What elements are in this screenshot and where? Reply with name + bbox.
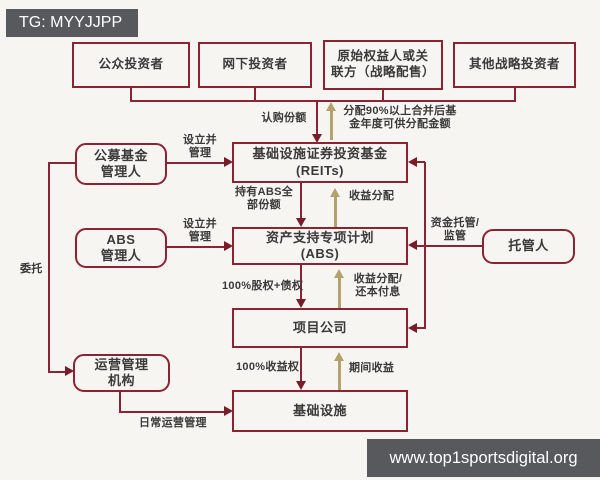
setup-manage-reits-line xyxy=(167,162,224,164)
node-other-strategic-investor: 其他战略投资者 xyxy=(453,42,576,88)
setup-manage-abs-arrowhead-icon xyxy=(224,241,233,251)
stub-original-rights-line xyxy=(382,90,384,101)
entrust-arrowhead-icon xyxy=(65,366,74,376)
stub-other-strategic-line xyxy=(514,88,516,101)
stub-offline-investor-line xyxy=(254,88,256,101)
label-income-rights: 100%收益权 xyxy=(236,361,300,373)
period-income-arrow-line xyxy=(338,361,341,390)
entrust-bottom-line xyxy=(48,371,65,373)
distribution-arrow-line xyxy=(330,111,333,140)
distribution-arrowhead-icon xyxy=(326,102,336,111)
node-public-investor: 公众投资者 xyxy=(72,42,190,88)
income-dist-2-arrow-line xyxy=(338,278,341,308)
period-income-arrowhead-icon xyxy=(334,352,344,361)
label-daily-operations: 日常运营管理 xyxy=(139,417,207,429)
label-entrust: 委托 xyxy=(20,263,43,275)
custodian-to-abs-line xyxy=(417,245,425,247)
income-dist-1-arrow-line xyxy=(334,197,337,227)
daily-ops-arrowhead-icon xyxy=(224,406,233,416)
node-reits-fund: 基础设施证券投资基金 (REITs) xyxy=(232,142,408,183)
subscribe-arrowhead-icon xyxy=(312,134,322,143)
stub-public-investor-line xyxy=(130,88,132,101)
subscribe-arrow-line xyxy=(316,101,318,135)
custodian-vertical-line xyxy=(424,162,426,329)
node-public-fund-manager: 公募基金 管理人 xyxy=(75,143,167,185)
entrust-top-line xyxy=(48,162,75,164)
label-hold-all-abs-shares: 持有ABS全 部份额 xyxy=(234,186,294,212)
watermark-top: TG: MYYJJPP xyxy=(6,9,138,37)
income-dist-2-arrowhead-icon xyxy=(334,269,344,278)
income-rights-arrow-line xyxy=(300,348,302,381)
label-fund-custody-supervision: 资金托管/ 监管 xyxy=(430,217,480,243)
label-income-distribution-repayment: 收益分配/ 还本付息 xyxy=(353,273,403,299)
node-custodian: 托管人 xyxy=(482,229,575,264)
node-offline-investor: 网下投资者 xyxy=(198,42,312,88)
income-rights-arrowhead-icon xyxy=(296,381,306,390)
label-period-income: 期间收益 xyxy=(349,362,395,374)
node-abs-manager: ABS 管理人 xyxy=(75,228,167,268)
node-project-company: 项目公司 xyxy=(232,308,408,348)
label-setup-manage-abs: 设立并 管理 xyxy=(183,218,217,244)
label-setup-manage-reits: 设立并 管理 xyxy=(183,134,217,160)
hold-abs-arrow-line xyxy=(300,183,302,218)
daily-ops-horizontal-line xyxy=(119,411,224,413)
setup-manage-reits-arrowhead-icon xyxy=(224,157,233,167)
investor-bus-line xyxy=(130,100,516,102)
custodian-to-reits-line xyxy=(417,161,425,163)
income-dist-1-arrowhead-icon xyxy=(330,188,340,197)
label-income-distribution: 收益分配 xyxy=(349,190,395,202)
equity-debt-arrow-line xyxy=(300,265,302,299)
label-equity-plus-debt: 100%股权+债权 xyxy=(222,280,304,292)
node-infrastructure: 基础设施 xyxy=(232,390,408,432)
hold-abs-arrowhead-icon xyxy=(296,218,306,227)
custodian-to-project-line xyxy=(417,327,425,329)
node-ops-manager: 运营管理 机构 xyxy=(73,354,170,392)
watermark-bottom: www.top1sportsdigital.org xyxy=(367,439,600,477)
label-distribution-90pct: 分配90%以上合并后基 金年度可供分配金额 xyxy=(343,105,457,131)
node-original-rights-holder: 原始权益人或关 联方（战略配售） xyxy=(323,40,443,90)
custodian-horizontal-line xyxy=(424,245,482,247)
custodian-to-abs-arrowhead-icon xyxy=(408,240,417,250)
node-abs-plan: 资产支持专项计划 (ABS) xyxy=(232,227,408,265)
custodian-to-project-arrowhead-icon xyxy=(408,323,417,333)
custodian-to-reits-arrowhead-icon xyxy=(408,157,417,167)
daily-ops-vertical-line xyxy=(119,392,121,413)
entrust-vertical-line xyxy=(48,162,50,373)
equity-debt-arrowhead-icon xyxy=(296,299,306,308)
label-subscribe-shares: 认购份额 xyxy=(261,112,307,124)
setup-manage-abs-line xyxy=(167,246,224,248)
